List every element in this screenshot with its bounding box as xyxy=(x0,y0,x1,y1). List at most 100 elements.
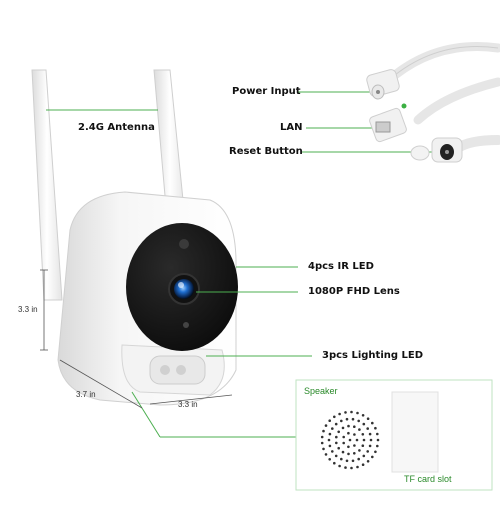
lighting-led-label: 3pcs Lighting LED xyxy=(322,350,424,361)
speaker-hole xyxy=(344,466,347,469)
speaker-hole xyxy=(328,458,332,461)
speaker-hole xyxy=(366,427,370,430)
speaker-hole xyxy=(350,410,353,414)
speaker-hole xyxy=(328,432,332,436)
speaker-hole xyxy=(347,452,350,456)
speaker-hole xyxy=(328,419,332,423)
speaker-hole xyxy=(369,438,373,442)
speaker-hole xyxy=(333,415,336,419)
speaker-hole xyxy=(362,454,366,458)
speaker-label: Speaker xyxy=(304,386,338,396)
speaker-hole xyxy=(341,450,345,454)
speaker-hole xyxy=(340,457,343,461)
speaker-hole xyxy=(351,417,355,421)
antenna-label: 2.4G Antenna xyxy=(78,122,155,133)
speaker-grille xyxy=(320,410,380,470)
speaker-hole xyxy=(366,450,370,453)
speaker-hole xyxy=(376,444,379,448)
speaker-hole xyxy=(333,461,336,465)
speaker-hole xyxy=(324,424,328,427)
speaker-hole xyxy=(347,431,350,435)
speaker-hole xyxy=(348,438,352,442)
speaker-hole xyxy=(357,419,361,423)
lens-glass xyxy=(174,279,194,299)
speaker-hole xyxy=(353,433,356,436)
speaker-hole xyxy=(340,419,343,423)
speaker-hole xyxy=(358,449,361,452)
speaker-hole xyxy=(334,454,338,458)
speaker-hole xyxy=(368,444,372,448)
speaker-hole xyxy=(324,453,328,456)
speaker-hole xyxy=(361,463,365,467)
speaker-hole xyxy=(366,460,370,463)
reset-button-label: Reset Button xyxy=(229,146,303,157)
lan-cable xyxy=(369,77,500,143)
speaker-hole xyxy=(320,441,324,445)
speaker-hole xyxy=(376,438,380,442)
antenna-left xyxy=(31,69,63,301)
speaker-hole xyxy=(374,426,377,430)
speaker-hole xyxy=(322,447,325,451)
speaker-hole xyxy=(361,444,365,448)
speaker-hole xyxy=(374,450,377,454)
tf-card-slot-label: TF card slot xyxy=(404,474,452,484)
speaker-hole xyxy=(356,411,359,415)
width-dimension: 3.7 in xyxy=(76,390,96,399)
speaker-hole xyxy=(331,427,334,430)
depth-dimension: 3.3 in xyxy=(178,400,198,409)
lan-label: LAN xyxy=(280,122,303,133)
speaker-hole xyxy=(342,435,346,439)
speaker-hole xyxy=(347,445,350,449)
speaker-hole xyxy=(345,417,349,421)
speaker-hole xyxy=(362,438,366,442)
dc-cable xyxy=(410,135,500,163)
speaker-hole xyxy=(371,421,374,425)
speaker-hole xyxy=(344,411,347,414)
lens-reflection xyxy=(178,282,184,288)
speaker-hole xyxy=(334,422,338,426)
speaker-hole xyxy=(342,441,346,445)
small-sensor xyxy=(183,322,189,328)
speaker-hole xyxy=(322,429,325,433)
speaker-hole xyxy=(371,455,374,459)
speaker-hole xyxy=(351,459,355,463)
speaker-hole xyxy=(353,425,356,429)
speaker-hole xyxy=(376,432,379,436)
speaker-hole xyxy=(331,450,334,453)
speaker-hole xyxy=(337,430,341,434)
speaker-hole xyxy=(366,417,370,421)
speaker-hole xyxy=(337,446,341,450)
dimension-lines xyxy=(40,269,233,409)
speaker-hole xyxy=(335,435,338,439)
speaker-hole xyxy=(358,428,361,431)
speaker-hole xyxy=(345,459,349,463)
speaker-hole xyxy=(356,465,359,469)
ir-sensor xyxy=(179,239,189,249)
speaker-hole xyxy=(357,457,361,461)
speaker-hole xyxy=(361,414,365,417)
speaker-hole xyxy=(368,432,372,436)
tf-card-cover xyxy=(391,391,439,473)
speaker-hole xyxy=(338,412,341,416)
speaker-hole xyxy=(328,444,332,448)
speaker-hole xyxy=(355,438,359,442)
speaker-hole xyxy=(362,422,366,426)
speaker-hole xyxy=(350,466,353,470)
lighting-led xyxy=(176,365,186,375)
speaker-hole xyxy=(353,444,356,447)
speaker-hole xyxy=(327,438,331,442)
power-cable xyxy=(366,42,500,100)
power-input-label: Power Input xyxy=(232,86,301,97)
speaker-hole xyxy=(341,426,345,430)
height-dimension: 3.3 in xyxy=(18,305,38,314)
ir-led-label: 4pcs IR LED xyxy=(308,261,374,272)
speaker-hole xyxy=(338,464,341,468)
speaker-hole xyxy=(320,435,324,439)
speaker-hole xyxy=(353,452,356,455)
speaker-hole xyxy=(347,424,350,428)
speaker-hole xyxy=(361,433,365,436)
leader-lines xyxy=(46,91,445,438)
lens-label: 1080P FHD Lens xyxy=(308,286,400,297)
